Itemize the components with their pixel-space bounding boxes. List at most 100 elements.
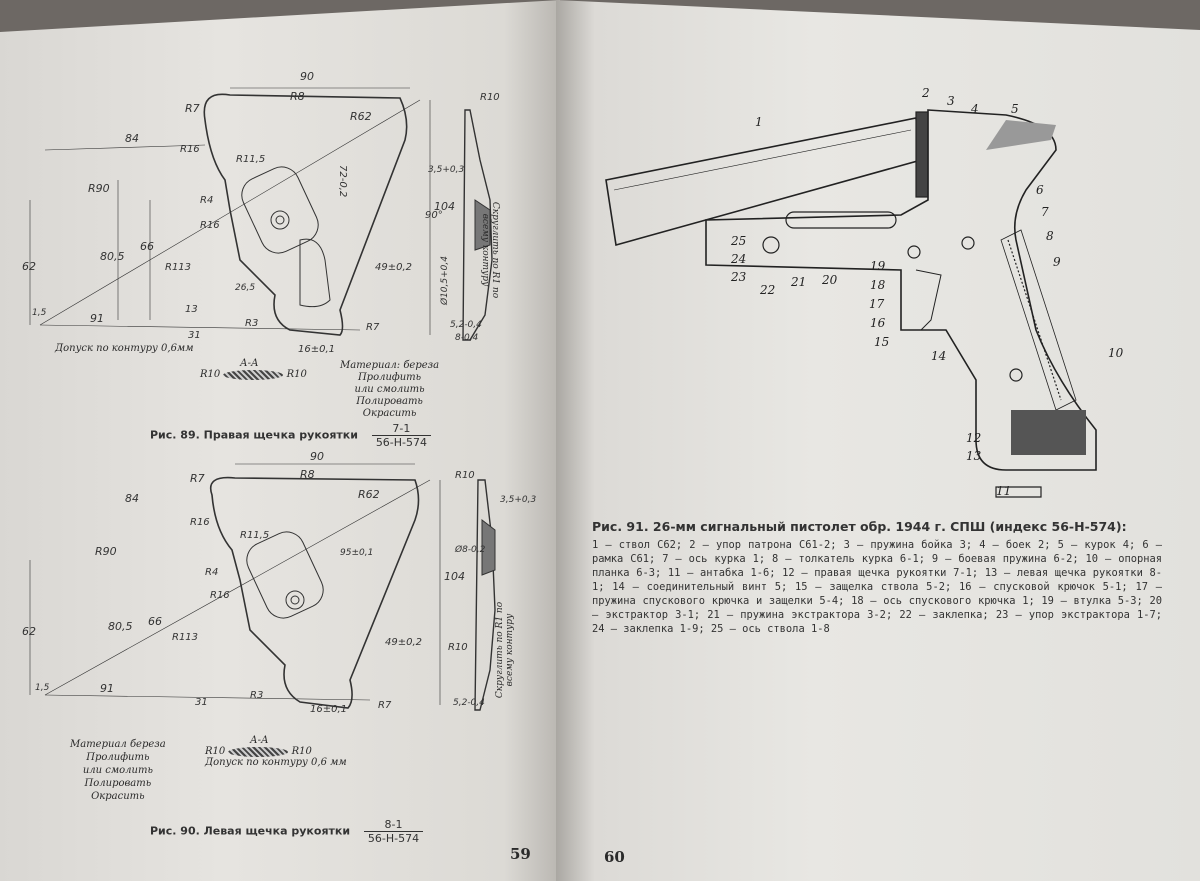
fig90-section-label: А-А [250,735,269,746]
svg-text:8-0,4: 8-0,4 [455,333,479,343]
right-page: 1 2 3 4 5 6 7 8 9 10 11 12 13 14 15 16 1… [556,0,1200,881]
part-label-23: 23 [731,270,747,284]
svg-text:5,2-0,4: 5,2-0,4 [453,698,485,708]
svg-text:R4: R4 [205,567,218,578]
svg-text:R90: R90 [88,182,110,195]
svg-text:R4: R4 [200,195,213,206]
svg-text:R11,5: R11,5 [240,530,269,541]
section-radius-right: R10 [291,746,312,757]
svg-text:90: 90 [310,450,324,463]
svg-text:R7: R7 [366,322,380,333]
part-label-14: 14 [931,349,947,363]
material-line: Пролифить [357,372,422,383]
section-hatch [228,746,289,757]
part-label-7: 7 [1041,205,1049,219]
part-label-6: 6 [1036,183,1044,197]
svg-text:R3: R3 [245,318,258,329]
part-label-21: 21 [791,275,807,289]
part-label-16: 16 [870,316,886,330]
svg-text:R8: R8 [300,468,315,481]
svg-text:26,5: 26,5 [235,283,255,293]
material-line: или смолить [82,765,153,776]
page-number-right: 60 [604,848,625,866]
svg-text:R16: R16 [180,144,200,155]
svg-text:13: 13 [185,304,198,315]
svg-text:R113: R113 [165,262,191,273]
svg-text:R10: R10 [448,642,468,653]
material-line: Материал: береза [340,360,440,371]
material-line: Пролифить [86,752,150,763]
fig90-material-note: Материал береза Пролифить или смолить По… [70,738,166,803]
svg-text:R7: R7 [185,102,200,115]
svg-text:49±0,2: 49±0,2 [375,262,412,273]
fig89-dim-hole-diameter: Ø10,5+0,4 [439,256,450,306]
svg-text:R10: R10 [455,470,475,481]
part-label-20: 20 [822,273,838,287]
svg-text:90°: 90° [425,210,443,221]
section-hatch [223,369,284,380]
svg-text:R11,5: R11,5 [236,154,265,165]
svg-text:1,5: 1,5 [35,683,50,693]
part-label-18: 18 [870,278,886,292]
part-label-24: 24 [731,252,747,266]
part-label-22: 22 [760,283,776,297]
svg-text:16±0,1: 16±0,1 [310,704,347,715]
svg-text:R16: R16 [200,220,220,231]
svg-text:95±0,1: 95±0,1 [340,548,373,558]
fig89-side-note: Скруглить по R1 по всему контуру [480,201,500,299]
svg-text:R7: R7 [378,700,392,711]
part-label-9: 9 [1053,255,1061,269]
svg-text:62: 62 [22,260,36,273]
svg-text:31: 31 [188,330,201,341]
fig89-dim-72: 72-0,2 [337,165,348,197]
svg-text:3,5+0,3: 3,5+0,3 [428,165,464,175]
svg-text:R10: R10 [480,92,500,103]
part-label-1: 1 [755,115,763,129]
part-label-17: 17 [869,297,885,311]
svg-text:R7: R7 [190,472,205,485]
svg-text:R90: R90 [95,545,117,558]
svg-text:5,2-0,4: 5,2-0,4 [450,320,482,330]
svg-text:31: 31 [195,697,208,708]
fig89-section: А-А R10 R10 [200,358,307,380]
svg-text:1,5: 1,5 [32,308,47,318]
part-label-3: 3 [947,94,955,108]
svg-text:80,5: 80,5 [108,620,133,633]
code-bottom: 56-Н-574 [375,436,428,449]
fig90-tolerance-note: Допуск по контуру 0,6 мм [205,757,347,768]
svg-text:66: 66 [140,240,154,253]
svg-text:91: 91 [90,312,104,325]
code-bottom: 56-Н-574 [367,832,420,845]
svg-text:R62: R62 [350,110,372,123]
part-label-12: 12 [966,431,982,445]
svg-text:R16: R16 [190,517,210,528]
svg-text:66: 66 [148,615,162,628]
section-radius-right: R10 [286,369,307,380]
material-line: или смолить [354,384,425,395]
svg-text:104: 104 [444,570,465,583]
svg-text:84: 84 [125,492,139,505]
svg-text:80,5: 80,5 [100,250,125,263]
fig89-material-note: Материал: береза Пролифить или смолить П… [340,360,439,420]
material-line: Полировать [84,778,152,789]
fig91-parts-legend: 1 — ствол С62; 2 — упор патрона С61-2; 3… [592,539,1162,635]
part-label-13: 13 [966,449,982,463]
part-label-5: 5 [1011,102,1019,116]
part-label-11: 11 [996,484,1012,498]
fig91-title: Рис. 91. 26-мм сигнальный пистолет обр. … [592,519,1127,534]
svg-text:R8: R8 [290,90,305,103]
material-line: Материал береза [70,739,166,750]
part-label-10: 10 [1108,346,1124,360]
part-label-15: 15 [874,335,890,349]
fig90-caption-text: Рис. 90. Левая щечка рукоятки [150,824,351,838]
svg-text:R16: R16 [210,590,230,601]
material-line: Полировать [356,396,423,407]
svg-text:104: 104 [434,200,455,213]
section-radius-left: R10 [205,746,226,757]
